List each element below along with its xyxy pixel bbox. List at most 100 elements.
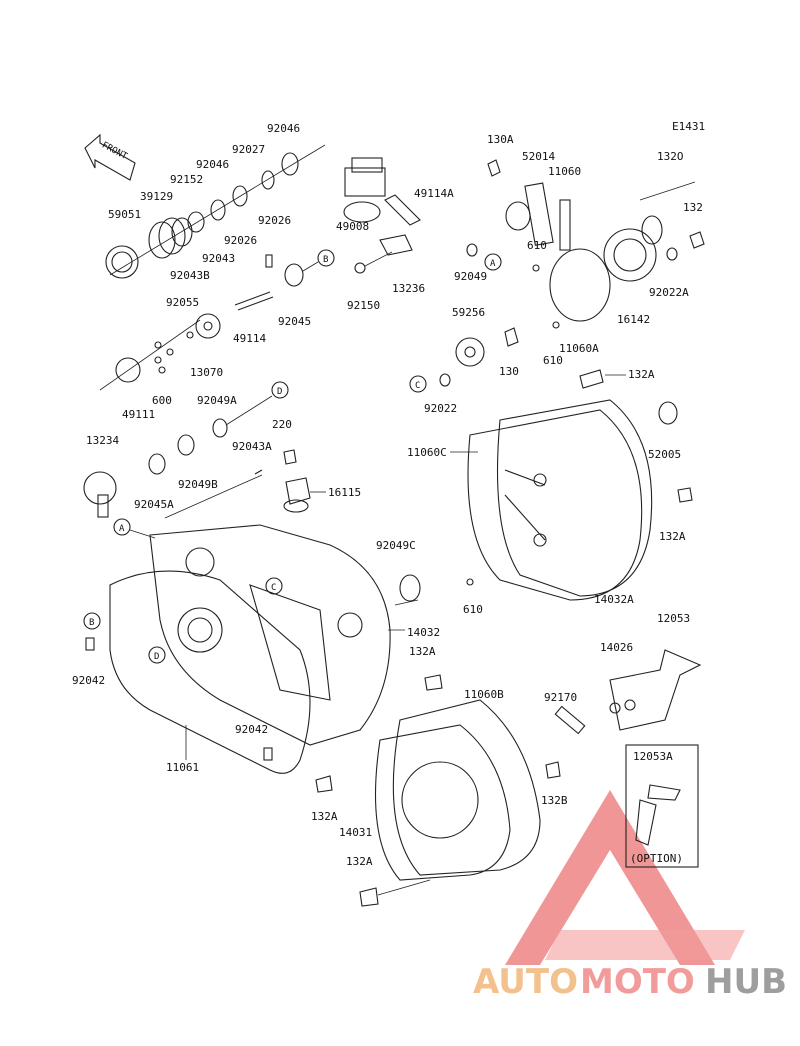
washer-92022A-icon: [666, 247, 678, 261]
svg-text:D: D: [277, 387, 282, 397]
dowel-92042a-icon: [85, 637, 95, 651]
svg-text:C: C: [271, 583, 276, 593]
gasket-11060-icon: [559, 199, 571, 251]
clutch-cover-assembly: [466, 369, 693, 601]
bolt-132Ab-icon: [579, 369, 604, 389]
label-49111: 49111: [122, 408, 155, 421]
label-52005: 52005: [648, 448, 681, 461]
label-16115: 16115: [328, 486, 361, 499]
plate-12053A-icon: [647, 784, 681, 801]
label-49008: 49008: [336, 220, 369, 233]
label-11060A: 11060A: [559, 342, 599, 355]
label-52014: 52014: [522, 150, 555, 163]
label-11060B: 11060B: [464, 688, 504, 701]
label-92055: 92055: [166, 296, 199, 309]
seal-92045-icon: [284, 263, 304, 287]
label-92022: 92022: [424, 402, 457, 415]
washer-92026-icon: [232, 185, 248, 207]
label-132Ad: 132A: [409, 645, 436, 658]
bolt-132Af-icon: [359, 887, 379, 907]
label-132: 132: [683, 201, 703, 214]
front-arrow: FRONT: [84, 133, 136, 181]
plug-16115-icon: [285, 477, 311, 505]
label-92042a: 92042: [72, 674, 105, 687]
label-13070: 13070: [190, 366, 223, 379]
label-92043B: 92043B: [170, 269, 210, 282]
lever-49114A-icon: [384, 194, 421, 226]
bearing-92049A-icon: [212, 418, 228, 438]
watermark-text-auto: AUTO: [473, 962, 578, 1002]
label-92049C: 92049C: [376, 539, 416, 552]
option-label: (OPTION): [630, 852, 683, 865]
svg-text:A: A: [490, 259, 496, 269]
upper-left-assembly: B: [99, 144, 421, 391]
gasket-11060A-icon: [549, 248, 611, 322]
impeller-13070-icon: [195, 313, 221, 339]
label-92027: 92027: [232, 143, 265, 156]
cover-14032-icon: [149, 524, 391, 746]
callout-D-mid: [148, 646, 166, 664]
label-49114: 49114: [233, 332, 266, 345]
cover-16142-icon: [603, 228, 657, 282]
label-92043A: 92043A: [232, 440, 272, 453]
pin-610b-icon: [552, 321, 560, 329]
housing-49008-icon: [344, 167, 386, 197]
magneto-cover-assembly: [315, 674, 541, 907]
label-92170: 92170: [544, 691, 577, 704]
plate-92170-icon: [554, 705, 586, 735]
label-610c: 610: [463, 603, 483, 616]
callout-A-top: [484, 253, 502, 271]
svg-text:B: B: [89, 618, 94, 628]
svg-text:B: B: [323, 255, 328, 265]
bearing-92046-icon: [210, 199, 226, 221]
label-132B: 132B: [541, 794, 568, 807]
label-11061: 11061: [166, 761, 199, 774]
label-132Ab: 132A: [628, 368, 655, 381]
figure-code: E1431: [672, 120, 705, 133]
bracket-14026-icon: [609, 649, 702, 731]
bolt-130-icon: [504, 327, 519, 347]
callout-C-top: [409, 375, 427, 393]
gasket-11060B-icon: [392, 699, 541, 876]
watermark-text-hub: HUB: [705, 962, 787, 1002]
bracket-assembly: [545, 649, 702, 868]
callout-C-mid: [265, 577, 283, 595]
label-13234: 13234: [86, 434, 119, 447]
dowel-92042b-icon: [263, 747, 273, 761]
label-13236: 13236: [392, 282, 425, 295]
label-132Oa: 132O: [657, 150, 684, 163]
shaft-49114-icon: [234, 291, 271, 306]
shaft-49111-icon: [115, 357, 141, 383]
bolt-130A-icon: [487, 159, 501, 177]
label-92045: 92045: [278, 315, 311, 328]
pin-610c-icon: [466, 578, 474, 586]
ball-600-icon: [158, 366, 166, 374]
cover-14031-icon: [374, 724, 511, 881]
watermark-triangle-inner: [580, 850, 640, 905]
label-92022A: 92022A: [649, 286, 689, 299]
washer-92049-icon: [466, 243, 478, 257]
bearing-92049B-icon: [177, 434, 195, 456]
label-11060C: 11060C: [407, 446, 447, 459]
label-600: 600: [152, 394, 172, 407]
label-92042b: 92042: [235, 723, 268, 736]
svg-text:A: A: [119, 524, 125, 534]
option-box: [625, 744, 699, 868]
label-92049: 92049: [454, 270, 487, 283]
label-132Ac: 132A: [659, 530, 686, 543]
label-59051: 59051: [108, 208, 141, 221]
label-130A: 130A: [487, 133, 514, 146]
svg-text:D: D: [154, 652, 159, 662]
label-14032: 14032: [407, 626, 440, 639]
label-59256: 59256: [452, 306, 485, 319]
watermark-triangle-outer: [505, 790, 715, 965]
label-49114A: 49114A: [414, 187, 454, 200]
label-14031: 14031: [339, 826, 372, 839]
label-610a: 610: [527, 239, 547, 252]
label-220: 220: [272, 418, 292, 431]
callout-B-mid: [83, 612, 101, 630]
cover-14032A-icon: [496, 399, 653, 597]
gear-13234-icon: [83, 471, 117, 505]
pin-610a-icon: [532, 264, 540, 272]
bolt-132Ae-icon: [315, 775, 333, 793]
